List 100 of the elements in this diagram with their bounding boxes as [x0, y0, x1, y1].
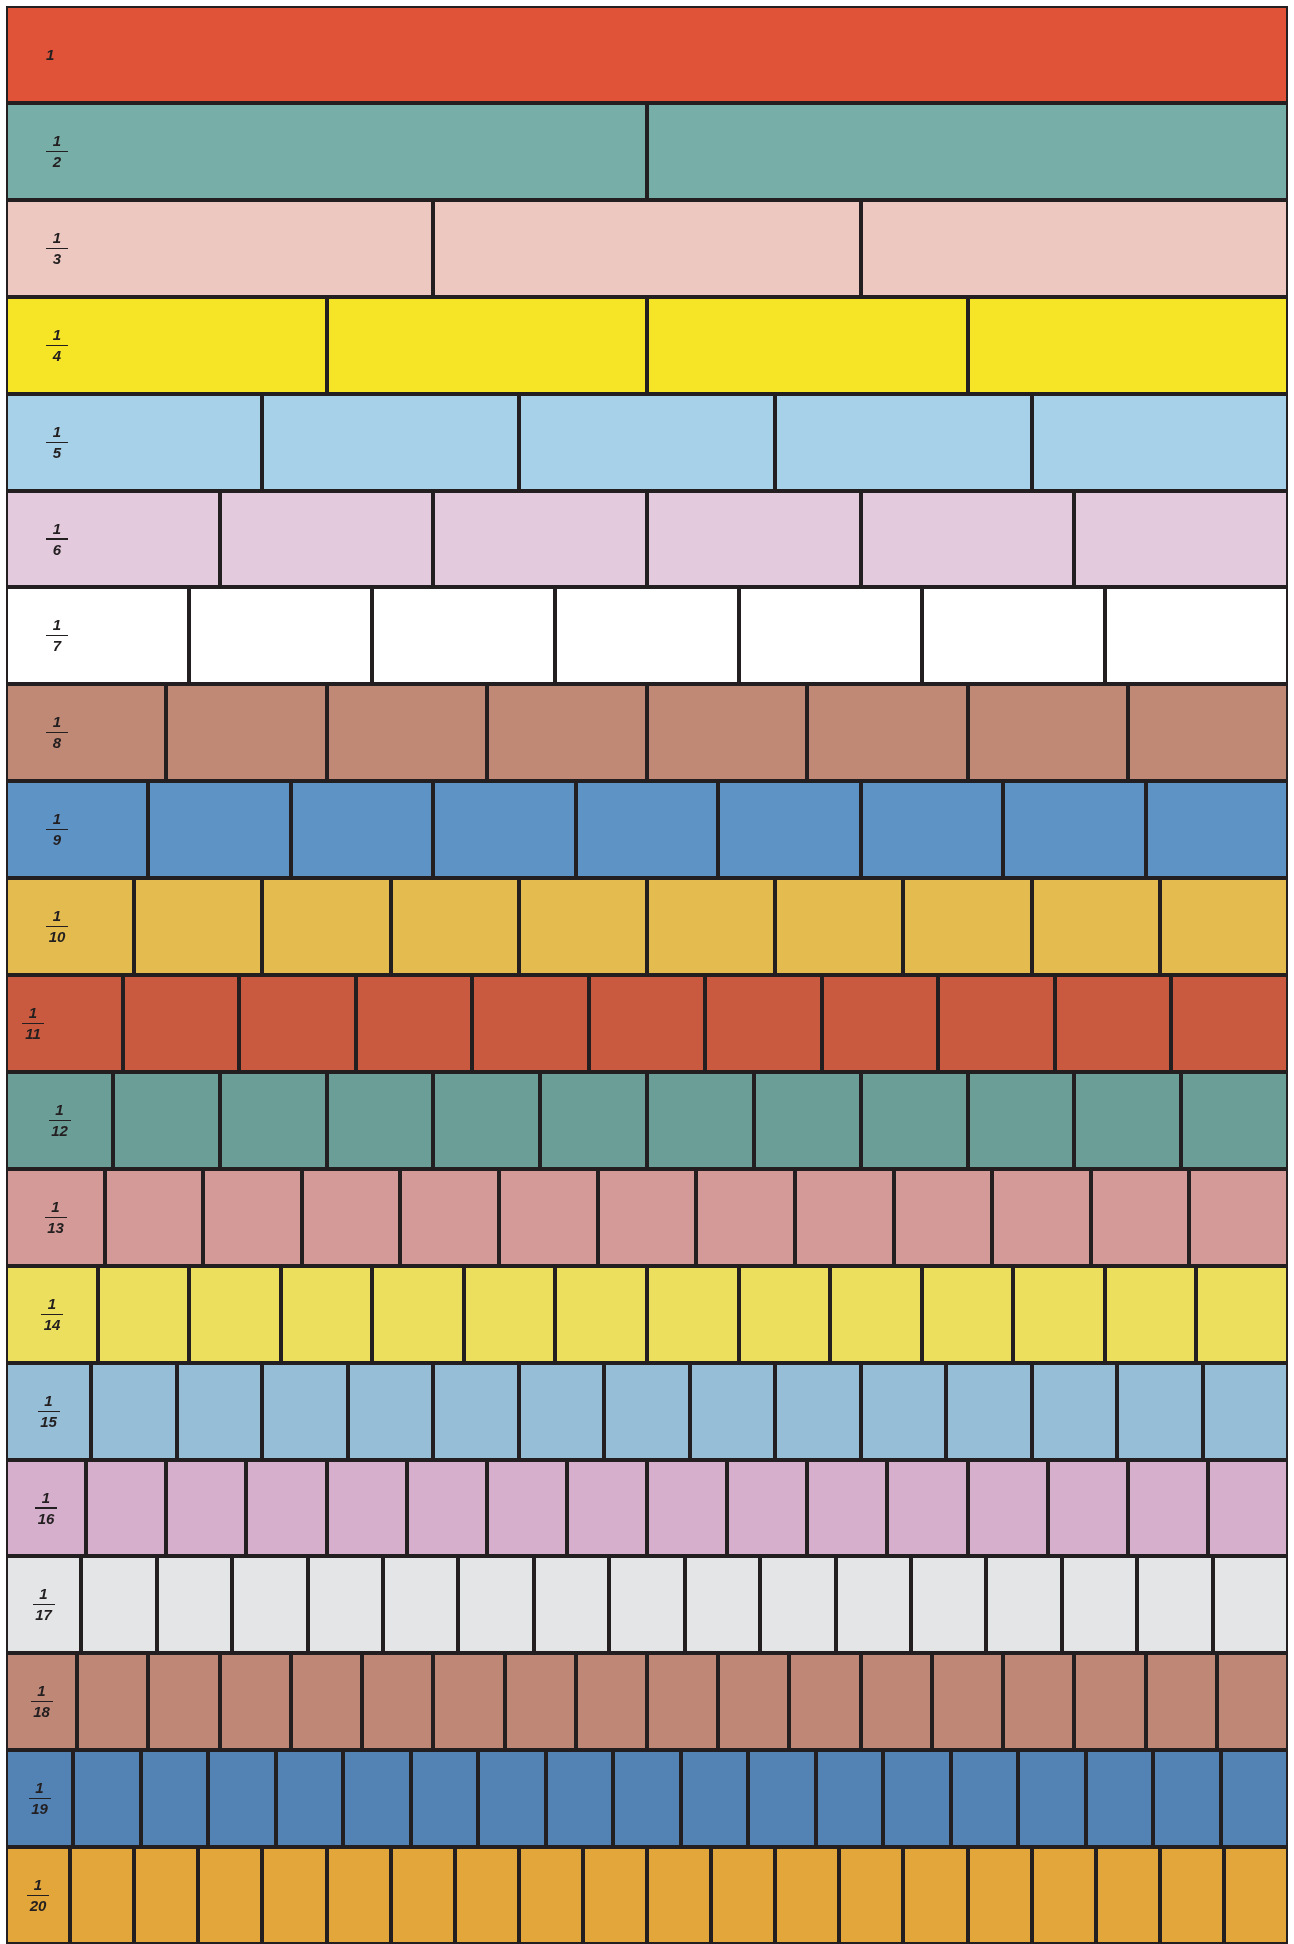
fraction-tile [391, 878, 519, 975]
fraction-tile [77, 1653, 148, 1750]
fraction-tile [407, 1460, 487, 1556]
fraction-tile [968, 1847, 1032, 1944]
denominator: 7 [52, 638, 62, 654]
fraction-tile [647, 1653, 718, 1750]
numerator: 1 [52, 908, 62, 924]
fraction-tile [647, 1072, 754, 1169]
fraction-tile [1032, 1363, 1117, 1460]
fraction-tile [203, 1169, 302, 1266]
fraction-tile [134, 1847, 198, 1944]
fraction-tile [1213, 1556, 1288, 1653]
fraction-tile [239, 975, 356, 1072]
numerator: 1 [52, 424, 62, 440]
fraction-tile [455, 1847, 519, 1944]
fraction-tile [433, 1653, 505, 1750]
fraction-tile [362, 1653, 433, 1750]
fraction-tile [894, 1169, 992, 1266]
fraction-tile [391, 1847, 455, 1944]
fraction-tile [546, 1750, 613, 1847]
fraction-tile [6, 1460, 86, 1556]
numerator: 1 [47, 1296, 57, 1312]
fraction-tile [123, 975, 239, 1072]
fraction-tile [1074, 1072, 1181, 1169]
denominator: 2 [52, 154, 62, 170]
fraction-tile [1160, 878, 1288, 975]
fraction-tile [134, 878, 262, 975]
fraction-tile [291, 1653, 362, 1750]
fraction-tile [6, 587, 189, 684]
denominator: 6 [52, 541, 62, 558]
fraction-tile [148, 781, 291, 878]
fraction-tile [1160, 1847, 1224, 1944]
fraction-tile [1096, 1847, 1160, 1944]
fraction-tile [232, 1556, 308, 1653]
numerator: 1 [52, 327, 62, 343]
fraction-tile [70, 1847, 134, 1944]
fraction-tile [775, 1847, 839, 1944]
fraction-tile [6, 781, 148, 878]
fraction-tile [6, 1169, 105, 1266]
fraction-tile [220, 1072, 327, 1169]
fraction-tile [189, 587, 372, 684]
fraction-tile [220, 1653, 291, 1750]
fraction-tile [951, 1750, 1018, 1847]
fraction-tile [113, 1072, 220, 1169]
numerator: 1 [55, 1102, 64, 1118]
fraction-tile [6, 103, 647, 200]
fraction-tile [883, 1750, 951, 1847]
fraction-tile [555, 587, 739, 684]
fraction-tile [647, 1460, 727, 1556]
fraction-tile [1086, 1750, 1153, 1847]
fraction-tile [148, 1653, 220, 1750]
fraction-tile [262, 1363, 348, 1460]
fraction-tile [1117, 1363, 1203, 1460]
fraction-tile [6, 1266, 98, 1363]
fraction-tile [1105, 587, 1288, 684]
fraction-tile [789, 1653, 861, 1750]
fraction-tile [433, 200, 861, 297]
fraction-tile [1189, 1169, 1288, 1266]
fraction-tile [1105, 1266, 1196, 1363]
fraction-tile [903, 878, 1032, 975]
fraction-tile [519, 1847, 583, 1944]
fraction-tile [499, 1169, 598, 1266]
fraction-tile [1003, 1653, 1074, 1750]
denominator: 5 [52, 445, 62, 461]
fraction-tile [458, 1556, 534, 1653]
fraction-tile [91, 1363, 177, 1460]
fraction-tile [968, 684, 1128, 781]
fraction-tile [690, 1363, 775, 1460]
fraction-tile [911, 1556, 986, 1653]
numerator: 1 [39, 1586, 48, 1602]
fraction-tile [372, 1266, 464, 1363]
fraction-tile [81, 1556, 157, 1653]
fraction-tile [464, 1266, 555, 1363]
fraction-tile [86, 1460, 166, 1556]
fraction-tile [1224, 1847, 1288, 1944]
fraction-tile [1146, 1653, 1217, 1750]
numerator: 1 [35, 1780, 44, 1796]
fraction-tile [932, 1653, 1003, 1750]
fraction-tile [262, 1847, 327, 1944]
fraction-tile [1032, 878, 1160, 975]
fraction-tile [739, 1266, 830, 1363]
fraction-tile [775, 394, 1032, 491]
fraction-tile [6, 975, 123, 1072]
fraction-tile [604, 1363, 690, 1460]
fraction-tile [647, 491, 861, 587]
fraction-tile [968, 1460, 1048, 1556]
fraction-tile [327, 684, 487, 781]
denominator: 9 [52, 832, 62, 848]
fraction-tile [308, 1556, 383, 1653]
fraction-tile [6, 1653, 77, 1750]
fraction-tile [98, 1266, 189, 1363]
fraction-tile [433, 781, 576, 878]
fraction-tile [6, 1072, 113, 1169]
numerator: 1 [52, 230, 62, 246]
fraction-tile [775, 1363, 861, 1460]
fraction-tile [1221, 1750, 1288, 1847]
fraction-tile [1128, 1460, 1208, 1556]
fraction-tile [177, 1363, 262, 1460]
fraction-tile [1146, 781, 1288, 878]
fraction-tile [986, 1556, 1062, 1653]
